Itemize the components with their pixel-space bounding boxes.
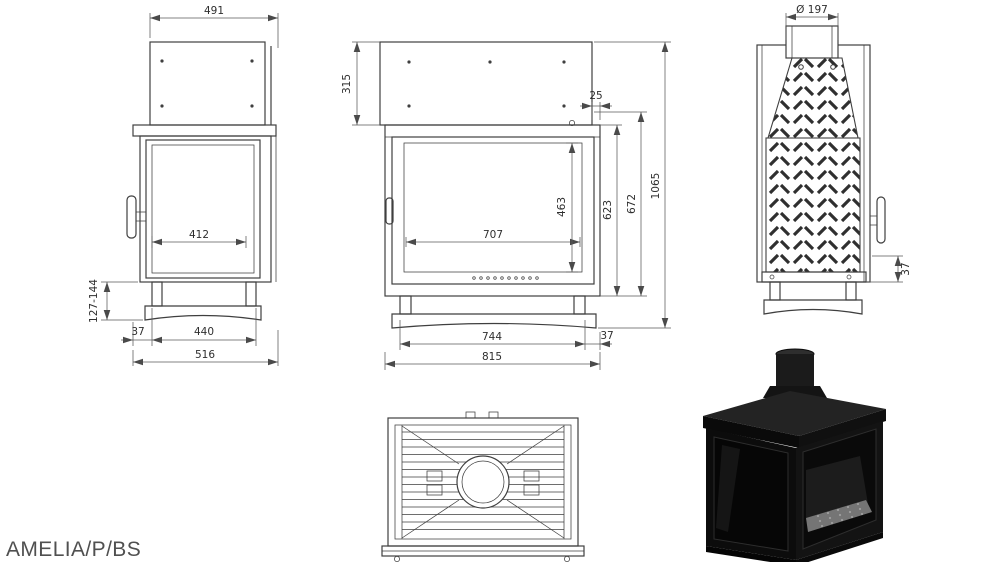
dim-firebox-height: 623	[602, 200, 614, 220]
handle-mount	[869, 215, 878, 226]
base-plate	[761, 271, 867, 283]
left-side-view: 491 412 37 440 516 127-144	[88, 5, 279, 366]
leg	[245, 281, 257, 307]
tab	[488, 411, 499, 419]
plinth	[144, 305, 262, 321]
leg	[573, 295, 586, 315]
dim-rear-gap: 37	[900, 262, 912, 275]
hood-screw-dots	[160, 59, 254, 108]
bracket	[523, 484, 540, 496]
base-front	[706, 546, 796, 562]
hood-front	[379, 41, 593, 126]
dim-base-width: 744	[482, 331, 502, 343]
diagonal-braces	[401, 425, 565, 539]
right-side-view-dimensions: Ø 197 37	[785, 4, 912, 283]
firebrick-lining	[765, 137, 861, 273]
bracket	[426, 484, 443, 496]
leg	[399, 295, 412, 315]
flue-pipe	[776, 354, 814, 386]
bracket	[523, 470, 540, 482]
hood-screw-dots	[407, 60, 566, 108]
hood-side	[149, 41, 266, 126]
product-render	[703, 348, 886, 562]
plinth	[391, 313, 597, 329]
right-side-view: Ø 197 37	[756, 4, 912, 315]
top-cap	[703, 391, 886, 436]
dim-top-gap: 25	[589, 90, 602, 102]
leg	[151, 281, 163, 307]
dim-glass-height: 463	[556, 197, 568, 217]
dim-total-width: 815	[482, 351, 502, 363]
dim-flue-diameter: Ø 197	[796, 4, 828, 16]
plinth	[763, 299, 863, 315]
firebox-side	[139, 135, 272, 283]
dim-top-depth: 491	[204, 5, 224, 17]
dim-hood-height: 315	[341, 74, 353, 94]
tab	[465, 411, 476, 419]
left-side-view-outline	[126, 41, 277, 321]
smoke-dome-firebrick	[767, 57, 859, 139]
air-vent-holes	[472, 276, 539, 280]
dim-body-height: 672	[626, 194, 638, 214]
dim-base-depth: 440	[194, 326, 214, 338]
front-view-outline	[379, 41, 601, 329]
dim-side-gap: 37	[600, 330, 613, 342]
damper-knob	[569, 120, 575, 126]
right-side-view-outline	[756, 25, 886, 315]
dim-glass-width: 707	[483, 229, 503, 241]
dim-front-offset: 37	[131, 326, 144, 338]
front-view-dimensions: 315 25 707 463 623 672 1065 744 37 815	[341, 41, 671, 370]
top-plate	[132, 124, 277, 137]
glass-reflection	[716, 445, 740, 532]
door-handle	[126, 195, 137, 239]
flue-collar	[785, 25, 839, 59]
dim-glass-depth: 412	[189, 229, 209, 241]
left-side-view-dimensions: 491 412 37 440 516 127-144	[88, 5, 279, 366]
firebox-interior	[806, 456, 868, 520]
flue-opening-outer	[456, 455, 510, 509]
dim-leg-height: 127-144	[88, 279, 100, 323]
base-side	[796, 532, 883, 562]
model-title: AMELIA/P/BS	[6, 538, 141, 561]
glass-side	[151, 144, 255, 274]
front-view: 315 25 707 463 623 672 1065 744 37 815	[341, 41, 671, 370]
flue-opening-inner	[461, 460, 505, 504]
leg	[845, 281, 857, 301]
dim-total-depth: 516	[195, 349, 215, 361]
door-side	[145, 139, 261, 279]
firebox-floor	[806, 500, 872, 532]
top-view	[381, 411, 585, 562]
door-front	[391, 136, 595, 285]
door-handle	[385, 197, 394, 225]
handle-mount	[135, 211, 147, 222]
bracket	[426, 470, 443, 482]
dim-total-height: 1065	[650, 173, 662, 200]
firebox-front	[384, 124, 601, 297]
grate-dots	[816, 502, 864, 528]
leg	[769, 281, 781, 301]
door-handle	[876, 196, 886, 244]
glass-front	[403, 142, 583, 273]
